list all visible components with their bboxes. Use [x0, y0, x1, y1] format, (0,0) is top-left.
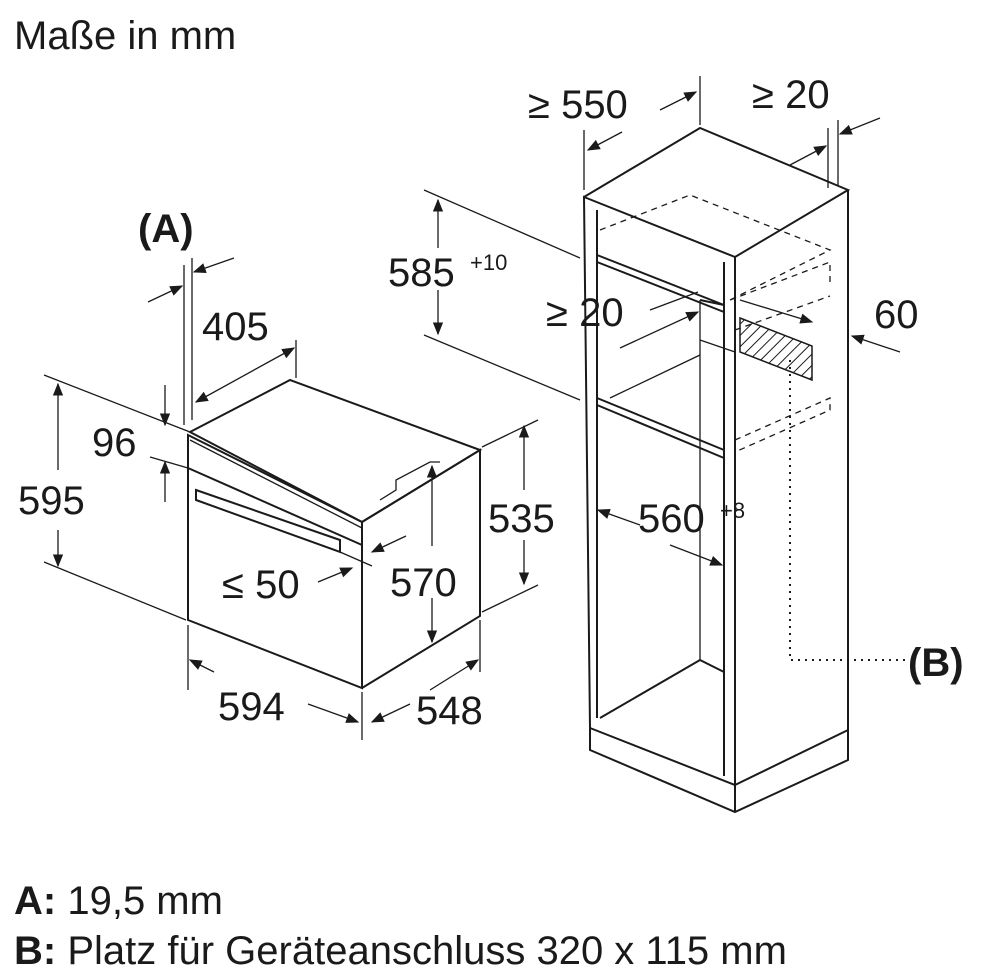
legend-item-a: A: 19,5 mm	[14, 876, 787, 926]
dim-side-height: 535	[488, 497, 555, 541]
oven-drawing	[187, 378, 483, 690]
cabinet-drawing	[582, 126, 905, 814]
dim-oven-height: 595	[18, 479, 85, 523]
dim-vent-height: 60	[874, 293, 919, 337]
dim-cabinet-depth: ≥ 550	[528, 83, 628, 127]
dim-niche-height: 585	[388, 251, 455, 295]
vent-opening	[739, 316, 813, 382]
dimension-lines	[43, 76, 901, 740]
dim-oven-width: 594	[218, 685, 285, 729]
dim-body-height: 570	[390, 561, 457, 605]
installation-diagram: ≥ 550 ≥ 20 585 +10 ≥ 20 60 560 +8 (A) 40…	[18, 73, 964, 814]
label-a: (A)	[138, 207, 194, 251]
legend-text-a: 19,5 mm	[67, 879, 223, 923]
page-title: Maße in mm	[14, 14, 237, 58]
label-b: (B)	[908, 641, 964, 685]
dim-a-offset: 405	[202, 305, 269, 349]
dim-oven-depth: 548	[416, 689, 483, 733]
dim-niche-width-tolerance: +8	[720, 498, 745, 523]
dim-vent-gap: ≥ 20	[546, 291, 624, 335]
legend-text-b: Platz für Geräteanschluss 320 x 115 mm	[67, 929, 787, 973]
legend: A: 19,5 mm B: Platz für Geräteanschluss …	[14, 876, 787, 976]
dim-niche-height-tolerance: +10	[470, 250, 507, 275]
legend-item-b: B: Platz für Geräteanschluss 320 x 115 m…	[14, 926, 787, 976]
dim-niche-width: 560	[638, 497, 705, 541]
legend-key-a: A:	[14, 879, 57, 923]
dim-cabinet-back-gap: ≥ 20	[752, 73, 830, 117]
dim-panel-height: 96	[92, 421, 137, 465]
legend-key-b: B:	[14, 929, 57, 973]
dim-handle-depth: ≤ 50	[222, 563, 300, 607]
